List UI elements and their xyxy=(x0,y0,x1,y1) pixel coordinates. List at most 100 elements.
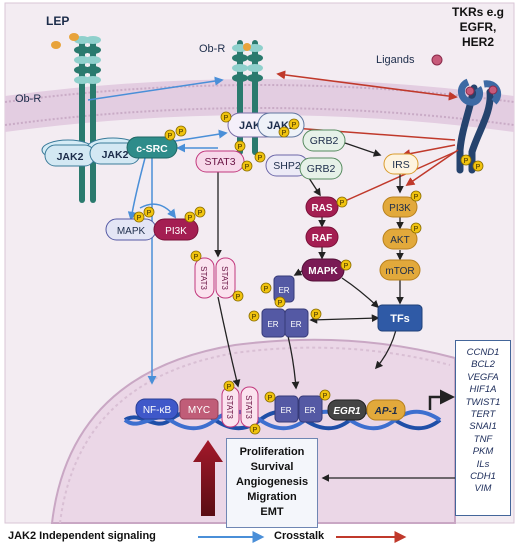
phospho-marker xyxy=(175,125,187,137)
phospho-marker xyxy=(472,160,484,172)
legend-crosstalk-label: Crosstalk xyxy=(274,530,325,542)
independent-arrow-obr xyxy=(87,76,224,101)
akt-label: AKT xyxy=(390,235,409,246)
phospho-markers: P P P P P P P P P P P P P P P P P P P P … xyxy=(133,111,484,435)
grb2-label: GRB2 xyxy=(310,135,339,147)
phospho-label: P xyxy=(268,395,273,402)
raf-label: RAF xyxy=(312,233,333,244)
arrow-transcription-genes xyxy=(428,389,455,410)
nfkb-node xyxy=(135,398,179,420)
phospho-label: P xyxy=(253,427,258,434)
crosstalk-arrow-ras xyxy=(334,151,456,207)
arrow-mapk-tfs xyxy=(341,277,380,309)
ap1-label: AP-1 xyxy=(374,406,398,417)
phospho-marker xyxy=(241,160,253,172)
phospho-marker xyxy=(220,111,232,123)
phospho-marker xyxy=(310,308,322,320)
gene-cdh1: CDH1 xyxy=(470,471,496,483)
outcome-proliferation: Proliferation xyxy=(239,446,305,458)
phospho-marker xyxy=(410,190,422,202)
phospho-marker xyxy=(319,389,331,401)
gene-vegfa: VEGFA xyxy=(467,371,499,383)
raf-node xyxy=(305,226,339,248)
phospho-label: P xyxy=(344,263,349,270)
phospho-label: P xyxy=(258,155,263,162)
target-genes-box: CCND1 BCL2 VEGFA HIF1A TWIST1 TERT SNAI1… xyxy=(455,340,511,516)
outcome-emt: EMT xyxy=(260,506,284,518)
phospho-label: P xyxy=(188,215,193,222)
pi3k-label: PI3K xyxy=(389,203,411,214)
phospho-marker xyxy=(340,259,352,271)
gene-tert: TERT xyxy=(470,409,496,421)
phospho-marker xyxy=(234,140,246,152)
crosstalk-arrow-irs xyxy=(401,144,456,159)
independent-arrow-mapk xyxy=(127,157,146,221)
phospho-marker xyxy=(254,151,266,163)
tkr-label-line3: HER2 xyxy=(462,35,494,49)
phospho-marker xyxy=(410,222,422,234)
er-label: ER xyxy=(278,286,289,295)
phospho-label: P xyxy=(227,384,232,391)
phospho-label: P xyxy=(238,144,243,151)
mtor-label: mTOR xyxy=(385,266,414,277)
leptin-bound xyxy=(243,43,251,51)
ob-r-left-label: Ob-R xyxy=(15,93,41,105)
phospho-label: P xyxy=(278,300,283,307)
egr1-node xyxy=(327,399,367,421)
phospho-label: P xyxy=(179,129,184,136)
ligand-bound xyxy=(465,86,475,96)
grb2-node-b xyxy=(299,157,343,180)
crosstalk-arrow-pi3k xyxy=(405,149,459,187)
phospho-marker xyxy=(278,126,290,138)
phospho-label: P xyxy=(264,286,269,293)
gene-pkm: PKM xyxy=(472,446,494,458)
phospho-label: P xyxy=(194,254,199,261)
phospho-label: P xyxy=(245,164,250,171)
phospho-marker xyxy=(288,118,300,130)
outcome-migration: Migration xyxy=(247,491,297,503)
stat3-node xyxy=(195,150,245,173)
cellular-outcomes-box: Proliferation Survival Angiogenesis Migr… xyxy=(226,438,318,528)
csrc-node xyxy=(126,136,178,159)
phospho-marker xyxy=(190,250,202,262)
pi3k-left-node xyxy=(153,218,199,241)
gene-ccnd1: CCND1 xyxy=(466,347,500,358)
phospho-label: P xyxy=(292,122,297,129)
phospho-label: P xyxy=(198,210,203,217)
gene-hif1a: HIF1A xyxy=(469,384,497,396)
stat3-nuclear-right xyxy=(240,386,259,428)
outcome-survival: Survival xyxy=(250,461,294,473)
shp2-label: SHP2 xyxy=(273,160,301,172)
tkr-label-line2: EGFR, xyxy=(460,20,497,34)
phospho-label: P xyxy=(282,130,287,137)
mapk-label: MAPK xyxy=(308,266,338,277)
phospho-label: P xyxy=(236,294,241,301)
gene-vim: VIM xyxy=(474,483,492,495)
legend-independent-label: JAK2 Independent signaling xyxy=(8,530,156,542)
phospho-label: P xyxy=(252,314,257,321)
akt-node xyxy=(382,228,418,250)
phospho-label: P xyxy=(137,215,142,222)
phospho-label: P xyxy=(414,226,419,233)
upregulation-arrow xyxy=(193,440,223,516)
grb2-node-a xyxy=(302,129,346,152)
ob-r-center-label: Ob-R xyxy=(199,43,225,55)
gene-snai1: SNAI1 xyxy=(469,421,497,433)
arrow-mapk-er xyxy=(293,268,303,276)
phospho-marker xyxy=(133,211,145,223)
irs-label: IRS xyxy=(392,159,410,171)
myc-label: MYC xyxy=(188,405,210,416)
arrow-er-tfs xyxy=(309,314,380,324)
gene-ils: ILs xyxy=(476,458,490,470)
stat3-dimer-label: STAT3 xyxy=(220,266,229,290)
phospho-label: P xyxy=(314,312,319,319)
arrow-tfs-nucleus xyxy=(374,329,397,370)
independent-arrow-pi3k xyxy=(139,203,177,219)
phospho-marker xyxy=(260,282,272,294)
tfs-label: TFs xyxy=(390,313,410,325)
ligands-label: Ligands xyxy=(376,54,415,66)
stat3-dimer-left xyxy=(194,257,215,299)
phospho-marker xyxy=(194,206,206,218)
phospho-label: P xyxy=(476,164,481,171)
